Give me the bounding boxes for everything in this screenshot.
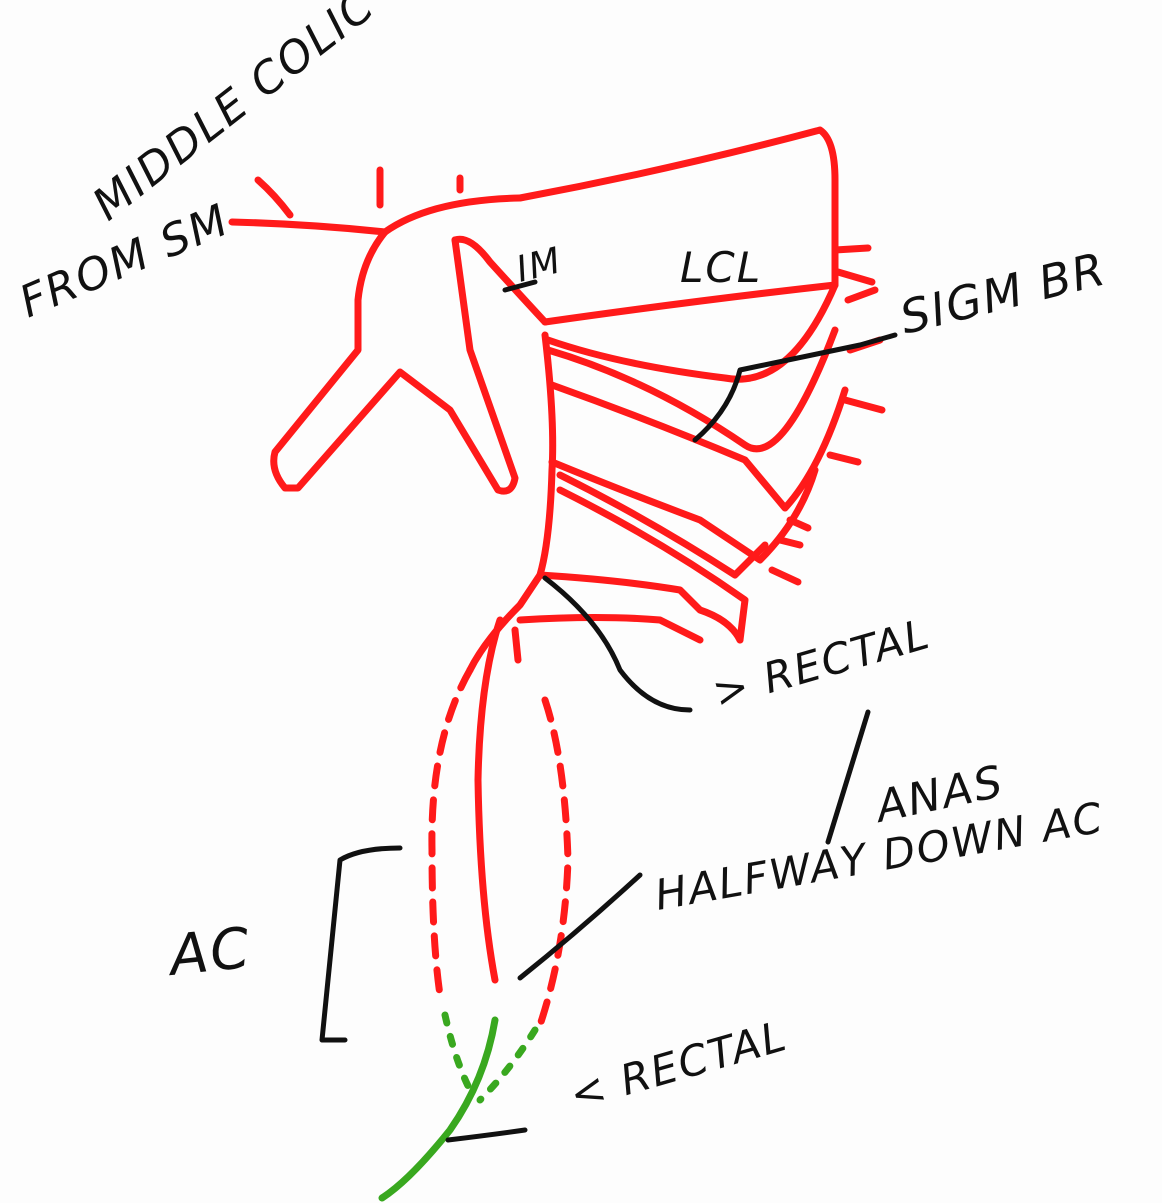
superior-rectal-artery: [478, 620, 518, 980]
aorta-outline: [274, 232, 545, 491]
annotation-lines: [322, 282, 895, 1140]
label-sigm-br: SIGM BR: [895, 241, 1112, 344]
rectal-anastomoses: [432, 670, 568, 1025]
inferior-rectal-artery: [382, 1015, 535, 1198]
label-im: IM: [512, 240, 566, 291]
sigmoid-branches: [520, 285, 882, 640]
middle-colic-artery: [232, 170, 520, 232]
label-middle-colic: MIDDLE COLIC: [83, 0, 384, 231]
label-inferior-rectal: < RECTAL: [564, 1011, 792, 1120]
label-lcl: LCL: [680, 243, 762, 292]
left-colic-artery: [520, 130, 872, 322]
label-ac: AC: [164, 916, 255, 989]
